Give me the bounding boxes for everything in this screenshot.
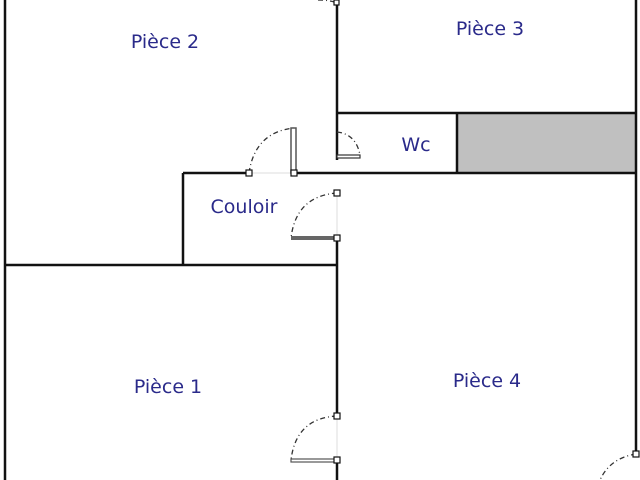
- door-couloir-piece2[interactable]: [245, 127, 298, 177]
- storage-block: [457, 113, 636, 173]
- room-label-couloir: Couloir: [210, 196, 278, 218]
- door-piece2-piece3[interactable]: [317, 0, 340, 6]
- room-label-piece4: Pièce 4: [452, 370, 522, 392]
- room-label-piece3: Pièce 3: [455, 18, 525, 40]
- room-label-wc: Wc: [401, 134, 431, 156]
- door-wc[interactable]: [336, 131, 361, 159]
- room-label-piece2: Pièce 2: [130, 31, 200, 53]
- door-piece4-exterior[interactable]: [599, 450, 640, 480]
- door-piece1-piece4[interactable]: [290, 412, 341, 464]
- door-couloir-piece4[interactable]: [290, 189, 341, 242]
- room-label-piece1: Pièce 1: [133, 376, 203, 398]
